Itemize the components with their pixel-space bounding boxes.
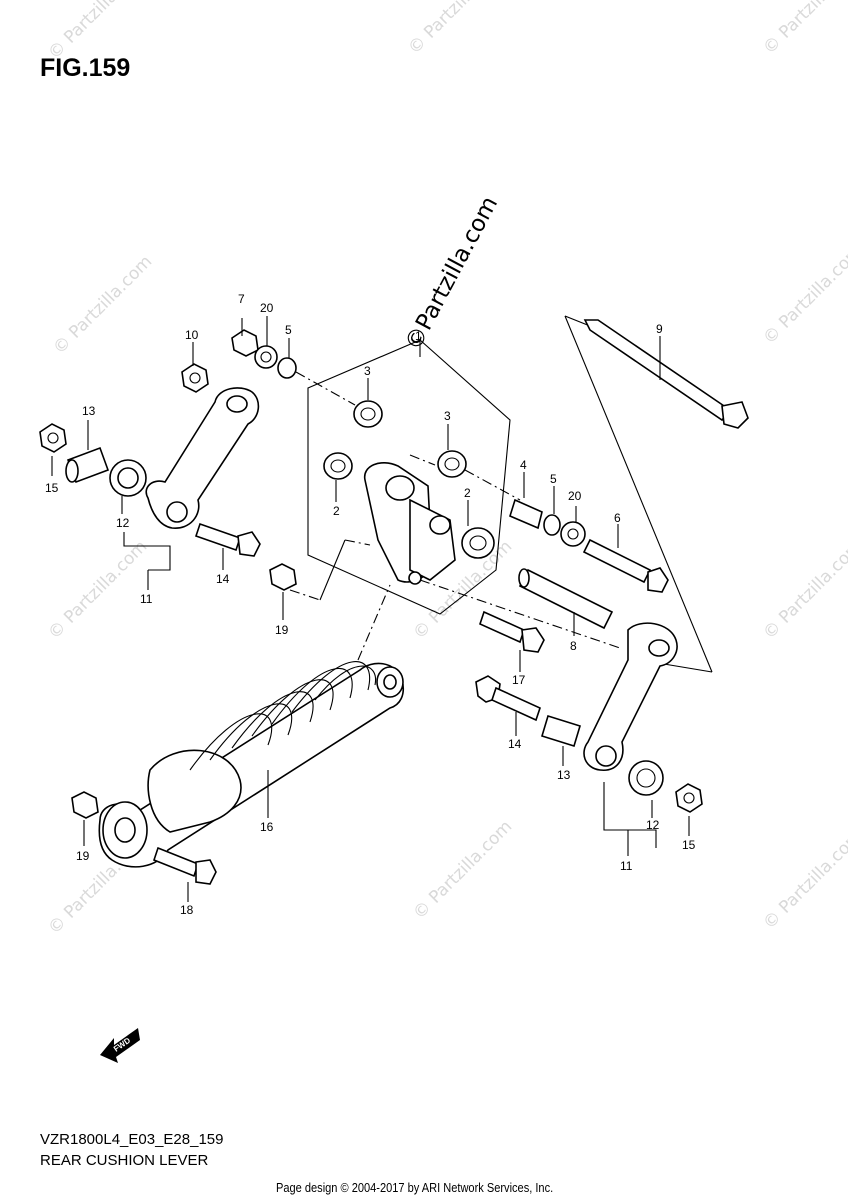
watermark: © Partzilla.com: [759, 827, 848, 934]
callout-6: 6: [614, 511, 621, 525]
callout-9: 9: [656, 322, 663, 336]
callout-20: 20: [568, 489, 582, 503]
callout-2: 2: [333, 504, 340, 518]
cushion-rod-left: [145, 387, 260, 529]
callout-16: 16: [260, 820, 274, 834]
callout-12: 12: [116, 516, 130, 530]
callout-2: 2: [464, 486, 471, 500]
callout-15: 15: [682, 838, 696, 852]
fwd-arrow: FWD: [100, 1028, 140, 1063]
watermark: © Partzilla.com: [44, 537, 151, 644]
hardware-parts: [39, 329, 703, 885]
lever-body: [364, 462, 456, 585]
watermark: © Partzilla.com: [759, 537, 848, 644]
watermark: © Partzilla.com: [49, 252, 156, 359]
long-bolt: [583, 319, 749, 429]
shock-absorber: [98, 661, 405, 868]
callout-numbers: 1 2 2 3 3 4 5 5 6 7 8 9 10 11 11 12 12 1…: [45, 292, 696, 917]
callout-7: 7: [238, 292, 245, 306]
callout-17: 17: [512, 673, 526, 687]
callout-lines: [51, 316, 690, 902]
callout-3: 3: [364, 364, 371, 378]
callout-5: 5: [285, 323, 292, 337]
callout-14: 14: [216, 572, 230, 586]
callout-10: 10: [185, 328, 199, 342]
callout-8: 8: [570, 639, 577, 653]
callout-5: 5: [550, 472, 557, 486]
callout-19: 19: [275, 623, 289, 637]
watermark: © Partzilla.com: [409, 817, 516, 924]
callout-13: 13: [557, 768, 571, 782]
cushion-lever-frame: [307, 339, 511, 615]
model-code: VZR1800L4_E03_E28_159: [40, 1131, 224, 1148]
callout-12: 12: [646, 818, 660, 832]
callout-11: 11: [140, 592, 153, 606]
watermark: © Partzilla.com: [44, 0, 151, 64]
callout-15: 15: [45, 481, 59, 495]
callout-11: 11: [620, 859, 633, 873]
callout-3: 3: [444, 409, 451, 423]
footer-copyright: Page design © 2004-2017 by ARI Network S…: [276, 1180, 554, 1195]
figure-title: FIG.159: [40, 54, 131, 82]
callout-1: 1: [415, 329, 422, 343]
watermark: © Partzilla.com: [759, 0, 848, 59]
watermark: © Partzilla.com: [759, 242, 848, 349]
callout-20: 20: [260, 301, 274, 315]
callout-4: 4: [520, 458, 527, 472]
watermark: © Partzilla.com: [404, 0, 511, 59]
callout-14: 14: [508, 737, 522, 751]
callout-19: 19: [76, 849, 90, 863]
cushion-rod-right: [583, 622, 678, 771]
diagram-name: REAR CUSHION LEVER: [40, 1152, 209, 1169]
callout-18: 18: [180, 903, 194, 917]
callout-13: 13: [82, 404, 96, 418]
